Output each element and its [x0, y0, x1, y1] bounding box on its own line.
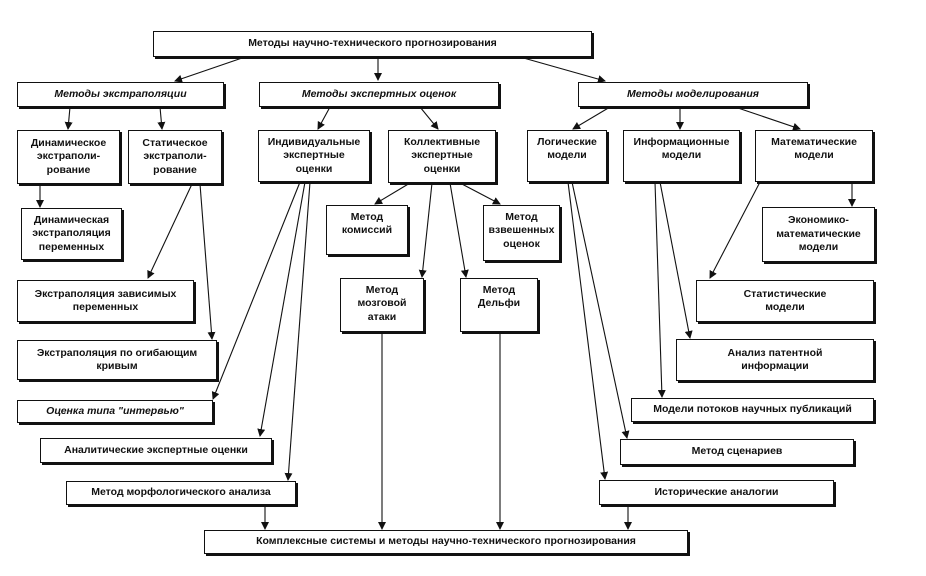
box-weighted-estimates: Метод взвешенных оценок [483, 205, 560, 261]
dynamic-extrapolation-label: Динамическое экстраполи- рование [30, 136, 107, 176]
patent-analysis-label: Анализ патентной информации [727, 346, 823, 372]
brainstorm-method-label: Метод мозговой атаки [357, 284, 407, 323]
box-statistical-models: Статистические модели [696, 280, 874, 322]
box-analytic-estimates: Аналитические экспертные оценки [40, 438, 272, 463]
arrow-math-statistical [709, 181, 761, 279]
box-commissions-method: Метод комиссий [326, 205, 408, 255]
dynamic-variables-label: Динамическая экстраполяция переменных [32, 213, 111, 253]
information-models-label: Информационные модели [633, 136, 730, 162]
box-mathematical-models: Математические модели [755, 130, 873, 182]
group-extrapolation-label: Методы экстраполяции [54, 87, 187, 100]
arrow-individual-interview [211, 181, 301, 400]
arrow-extrap-static [157, 106, 166, 130]
arrow-collective-brainstorm [418, 182, 433, 278]
arrow-info-publications [654, 181, 666, 398]
box-patent-analysis: Анализ патентной информации [676, 339, 874, 381]
bottom-label: Комплексные системы и методы научно-техн… [256, 535, 636, 548]
delphi-method-label: Метод Дельфи [477, 284, 521, 310]
weighted-estimates-label: Метод взвешенных оценок [488, 211, 555, 250]
arrow-static-dependent [147, 183, 193, 279]
box-delphi-method: Метод Дельфи [460, 278, 538, 332]
arrow-root-modeling [519, 56, 606, 83]
arrow-individual-morph [284, 181, 311, 481]
arrow-expert-collective [419, 106, 439, 130]
root-box: Методы научно-технического прогнозирован… [153, 31, 592, 57]
mathematical-models-label: Математические модели [771, 136, 857, 162]
box-information-models: Информационные модели [623, 130, 740, 182]
arrow-collective-commissions [374, 182, 411, 205]
group-expert: Методы экспертных оценок [259, 82, 499, 107]
envelope-curves-label: Экстраполяция по огибающим кривым [36, 346, 198, 372]
commissions-method-label: Метод комиссий [341, 211, 393, 237]
interview-estimate-label: Оценка типа "интервью" [46, 404, 184, 417]
collective-estimates-label: Коллективные экспертные оценки [403, 136, 481, 175]
analytic-estimates-label: Аналитические экспертные оценки [64, 443, 248, 456]
root-label: Методы научно-технического прогнозирован… [248, 37, 497, 50]
arrow-modeling-math [734, 106, 801, 131]
arrow-static-envelope [199, 183, 216, 340]
box-envelope-curves: Экстраполяция по огибающим кривым [17, 340, 217, 380]
dependent-variables-label: Экстраполяция зависимых переменных [34, 287, 177, 313]
box-scenario-method: Метод сценариев [620, 439, 854, 465]
publication-flow-models-label: Модели потоков научных публикаций [653, 403, 852, 416]
logical-models-label: Логические модели [537, 136, 597, 162]
arrow-logical-historical [567, 181, 609, 480]
box-publication-flow-models: Модели потоков научных публикаций [631, 398, 874, 422]
box-economic-math-models: Экономико- математические модели [762, 207, 875, 262]
box-historical-analogies: Исторические аналогии [599, 480, 834, 505]
arrow-collective-delphi [449, 182, 469, 278]
box-collective-estimates: Коллективные экспертные оценки [388, 130, 496, 183]
arrow-info-patent [659, 181, 693, 339]
box-brainstorm-method: Метод мозговой атаки [340, 278, 424, 332]
group-modeling: Методы моделирования [578, 82, 808, 107]
box-morphological-analysis: Метод морфологического анализа [66, 481, 296, 505]
arrow-collective-weighted [459, 182, 501, 205]
static-extrapolation-label: Статическое экстраполи- рование [142, 136, 208, 176]
arrow-root-extrapolation [174, 56, 246, 83]
group-extrapolation: Методы экстраполяции [17, 82, 224, 107]
arrow-expert-individual [317, 106, 331, 130]
arrow-logical-scenarios [571, 181, 630, 439]
box-dynamic-extrapolation: Динамическое экстраполи- рование [17, 130, 120, 184]
historical-analogies-label: Исторические аналогии [654, 485, 779, 498]
arrow-extrap-dynamic [64, 106, 73, 130]
box-interview-estimate: Оценка типа "интервью" [17, 400, 213, 423]
bottom-box: Комплексные системы и методы научно-техн… [204, 530, 688, 554]
statistical-models-label: Статистические модели [743, 287, 827, 313]
economic-math-models-label: Экономико- математические модели [776, 214, 861, 254]
group-expert-label: Методы экспертных оценок [301, 87, 457, 100]
group-modeling-label: Методы моделирования [627, 87, 759, 100]
box-static-extrapolation: Статическое экстраполи- рование [128, 130, 222, 184]
morphological-analysis-label: Метод морфологического анализа [91, 486, 271, 499]
scenario-method-label: Метод сценариев [691, 445, 783, 458]
arrow-individual-analytic [257, 181, 306, 437]
individual-estimates-label: Индивидуальные экспертные оценки [267, 136, 361, 175]
box-dynamic-variables: Динамическая экстраполяция переменных [21, 208, 122, 260]
arrow-modeling-logical [572, 106, 611, 130]
box-logical-models: Логические модели [527, 130, 607, 182]
box-individual-estimates: Индивидуальные экспертные оценки [258, 130, 370, 182]
box-dependent-variables: Экстраполяция зависимых переменных [17, 280, 194, 322]
